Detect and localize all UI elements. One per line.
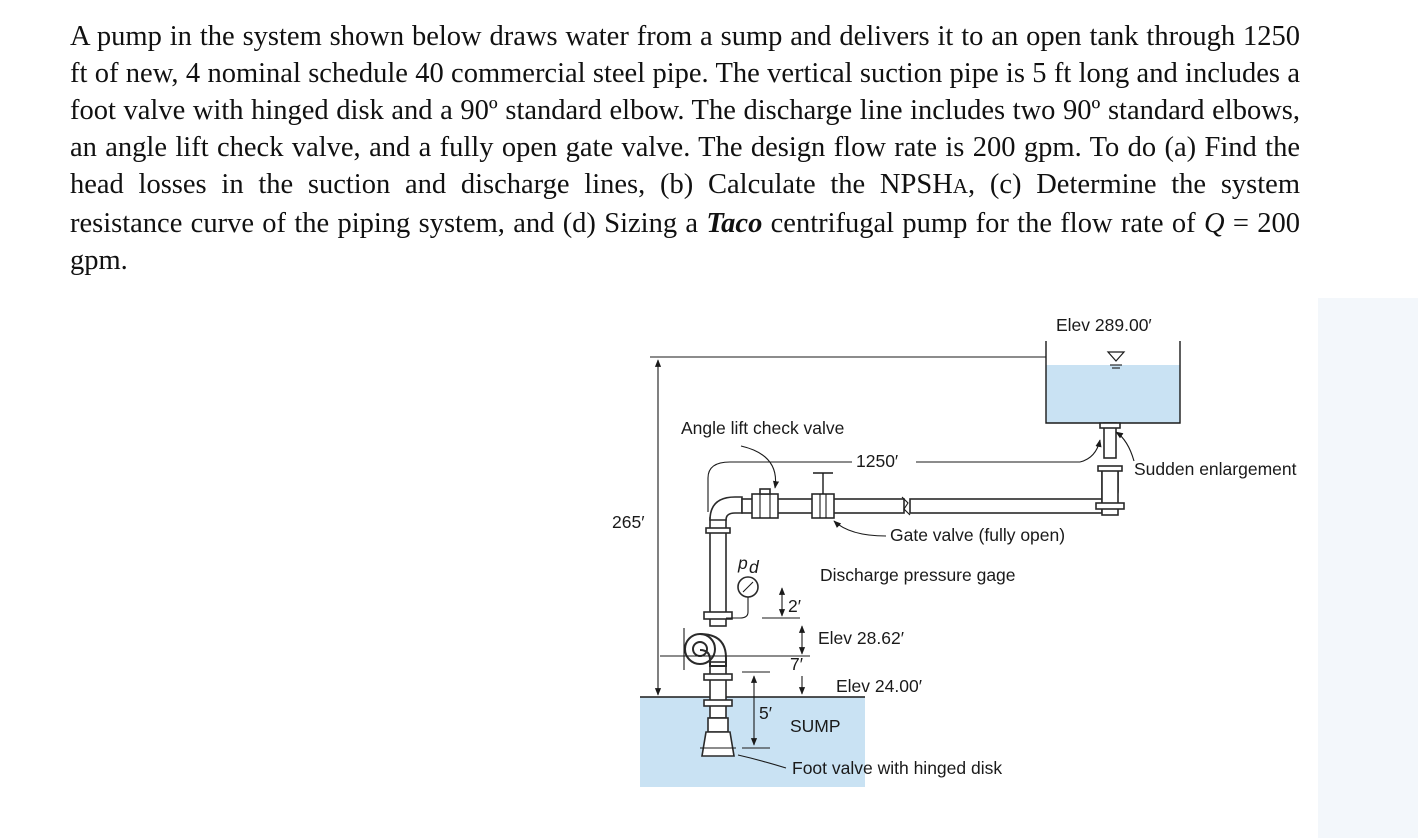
upper-tank	[1045, 341, 1181, 424]
foot-valve	[700, 717, 736, 757]
taco-brand: Taco	[706, 208, 763, 239]
gate-valve-label: Gate valve (fully open)	[890, 525, 1065, 545]
problem-part-3: centrifugal pump for the flow rate of	[762, 208, 1204, 239]
pd-subscript: d	[749, 557, 760, 577]
pipe-length-label: 1250′	[856, 451, 898, 471]
elbow-top-left	[709, 496, 743, 521]
angle-lift-check-valve-label: Angle lift check valve	[681, 418, 844, 438]
total-height-dimension: 265′	[612, 356, 1046, 696]
problem-part-1: A pump in the system shown below draws w…	[70, 21, 1300, 200]
background-edge	[1318, 298, 1418, 838]
suction-length-label: 5′	[759, 703, 772, 723]
sump-elevation-label: Elev 24.00′	[836, 676, 922, 696]
gage-height-label: 2′	[788, 596, 801, 616]
problem-text: A pump in the system shown below draws w…	[70, 18, 1300, 279]
problem-statement: A pump in the system shown below draws w…	[70, 18, 1300, 279]
discharge-pressure-gage: p d	[726, 553, 760, 619]
pump-elevation-marker: Elev 28.62′	[660, 625, 904, 657]
tank-elevation-label: Elev 289.00′	[1056, 315, 1152, 335]
flow-symbol: Q	[1203, 208, 1225, 239]
suction-length-dimension: 5′	[742, 671, 772, 749]
gage-height-dimension: 2′	[762, 587, 801, 619]
pipe-length-dimension: 1250′	[707, 439, 1102, 512]
sudden-enlargement-label: Sudden enlargement	[1134, 459, 1297, 479]
total-height-label: 265′	[612, 512, 644, 532]
suction-rise-dimension: 7′ Elev 24.00′	[790, 654, 922, 696]
angle-lift-check-valve-symbol	[751, 488, 779, 519]
foot-valve-label: Foot valve with hinged disk	[792, 758, 1002, 778]
pump-elevation-label: Elev 28.62′	[818, 628, 904, 648]
problem-part-4: = 200 gpm.	[70, 208, 1301, 276]
horizontal-pipe	[741, 496, 1103, 516]
npsh-subscript: A	[952, 174, 968, 198]
discharge-gage-label: Discharge pressure gage	[820, 565, 1016, 585]
vertical-pipe	[703, 517, 733, 719]
gate-valve-symbol	[811, 472, 835, 519]
sump-label: SUMP	[790, 716, 841, 736]
riser-to-tank	[1095, 422, 1125, 516]
pd-symbol: p	[737, 553, 748, 573]
suction-rise-label: 7′	[790, 654, 803, 674]
problem-part-2: , (c) Determine the system resistance cu…	[70, 169, 1300, 239]
